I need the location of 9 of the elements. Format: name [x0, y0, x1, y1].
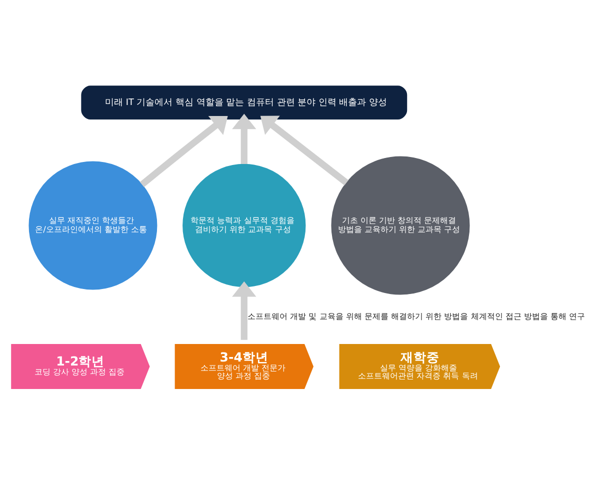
- edge-label: 소프트웨어 개발 및 교육을 위해 문제를 해결하기 위한 방법을 체계적인 접근 방법을 통해 연구: [248, 311, 586, 322]
- node-circle: 실무 재직중인 학생들간 온/오프라인에서의 활발한 소통: [28, 161, 158, 290]
- node-circle: 학문적 능력과 실무적 경험을 겸비하기 위한 교과목 구성: [182, 164, 306, 288]
- arrow: [232, 114, 256, 164]
- arrow: [232, 281, 256, 340]
- arrow: [260, 116, 348, 186]
- node-box: 미래 IT 기술에서 핵심 역할을 맡는 컴퓨터 관련 분야 인력 배출과 양성: [81, 86, 408, 120]
- node-circle: 기초 이론 기반 창의적 문제해결 방법을 교육하기 위한 교과목 구성: [331, 156, 470, 295]
- arrow: [140, 116, 228, 188]
